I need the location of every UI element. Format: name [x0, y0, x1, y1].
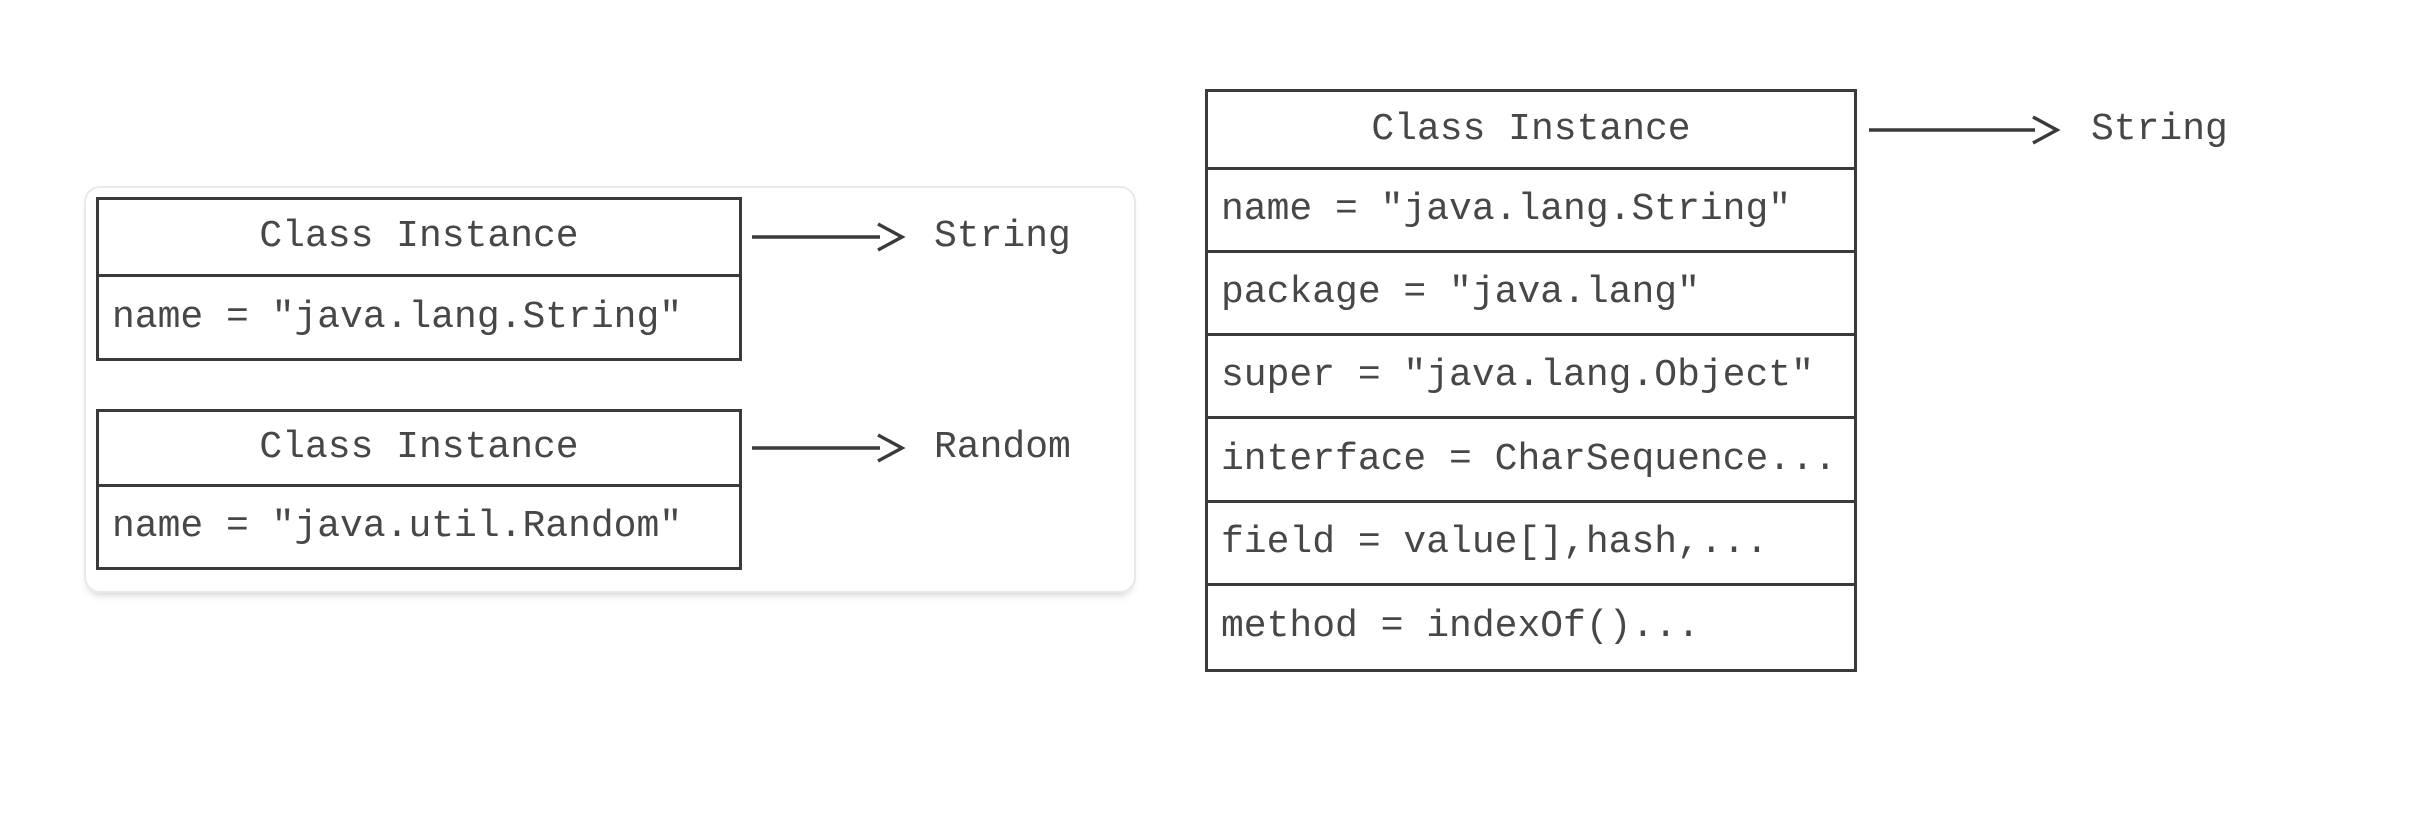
class-instance-box-detailed: Class Instance name = "java.lang.String"…: [1205, 89, 1857, 672]
right-arrow-icon: [1869, 115, 2061, 145]
class-instance-box-random: Class Instance name = "java.util.Random": [96, 409, 742, 570]
class-instance-box-string: Class Instance name = "java.lang.String": [96, 197, 742, 361]
class-instance-title: Class Instance: [1208, 92, 1854, 170]
arrow-to-random: Random: [750, 427, 1071, 469]
class-instance-title: Class Instance: [99, 412, 739, 487]
attribute-row-super: super = "java.lang.Object": [1208, 336, 1854, 420]
attribute-row-field: field = value[],hash,...: [1208, 503, 1854, 586]
right-arrow-icon: [752, 222, 906, 252]
attribute-row-package: package = "java.lang": [1208, 253, 1854, 337]
arrow-label: String: [934, 215, 1071, 258]
arrow-label: Random: [934, 426, 1071, 469]
arrow-to-string: String: [1867, 109, 2228, 151]
attribute-row-interface: interface = CharSequence...: [1208, 419, 1854, 503]
attribute-row-name: name = "java.lang.String": [112, 295, 683, 339]
right-arrow-icon: [752, 433, 906, 463]
attribute-row-method: method = indexOf()...: [1221, 605, 1700, 649]
arrow-label: String: [2091, 108, 2228, 151]
attribute-row-name: name = "java.lang.String": [1208, 170, 1854, 254]
attribute-row-name: name = "java.util.Random": [112, 505, 683, 548]
arrow-to-string: String: [750, 216, 1071, 258]
class-instance-title: Class Instance: [99, 200, 739, 277]
